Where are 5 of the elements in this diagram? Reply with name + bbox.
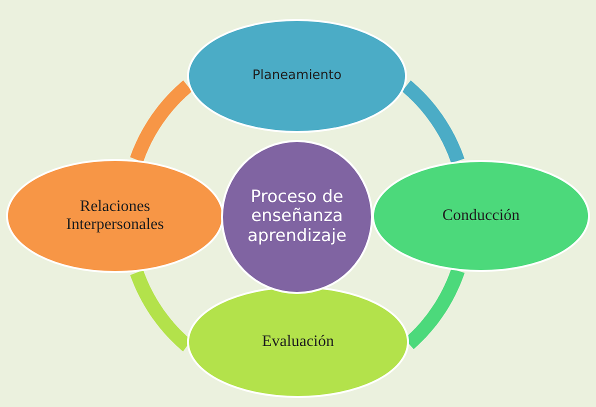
node-label: Relaciones Interpersonales [65, 198, 165, 234]
node-label: Evaluación [262, 332, 334, 352]
node-label: Proceso de enseñanza aprendizaje [246, 188, 348, 246]
node-label: Conducción [442, 206, 520, 226]
node-label: Planeamiento [252, 68, 342, 84]
